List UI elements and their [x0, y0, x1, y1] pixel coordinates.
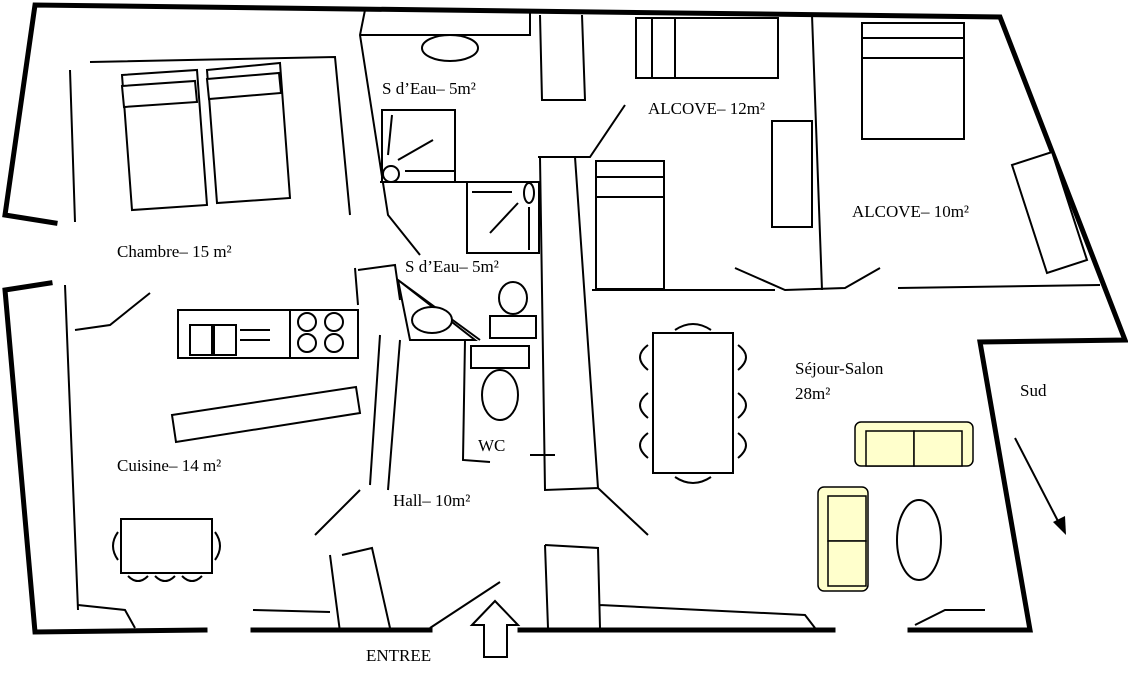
label-sdeau-1: S d’Eau– 5m² [382, 79, 476, 98]
label-cuisine: Cuisine– 14 m² [117, 456, 221, 475]
kitchen-counters [170, 309, 362, 444]
label-alcove-12: ALCOVE– 12m² [648, 99, 765, 118]
bathroom-fixtures [381, 34, 540, 421]
double-beds [120, 61, 292, 212]
south-arrow-icon [1014, 437, 1066, 535]
dining-table [639, 323, 747, 484]
label-sud: Sud [1020, 381, 1047, 400]
sofas [817, 421, 974, 592]
label-chambre: Chambre– 15 m² [117, 242, 232, 261]
label-entree: ENTREE [366, 646, 431, 665]
outer-walls [2, 2, 1128, 635]
entrance-arrow-icon [469, 599, 521, 658]
label-sdeau-2: S d’Eau– 5m² [405, 257, 499, 276]
label-wc: WC [478, 436, 505, 455]
label-alcove-10: ALCOVE– 10m² [852, 202, 969, 221]
alcove-beds [595, 17, 1089, 290]
label-sejour-name: Séjour-Salon [795, 359, 884, 378]
label-hall: Hall– 10m² [393, 491, 470, 510]
coffee-table [896, 499, 942, 581]
kitchen-table [112, 518, 221, 582]
label-sejour-area: 28m² [795, 384, 830, 403]
